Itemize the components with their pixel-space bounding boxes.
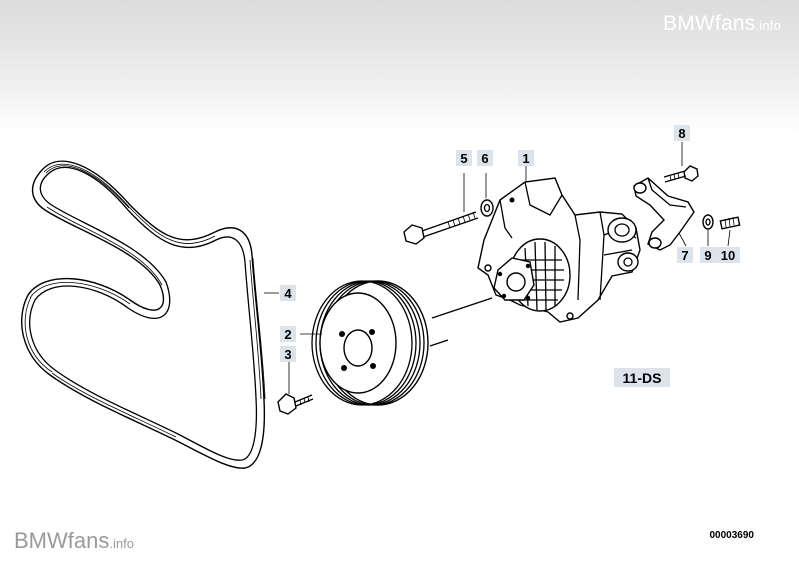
callout-8: 8	[674, 125, 690, 141]
washer	[480, 199, 494, 217]
svg-text:3: 3	[284, 347, 291, 362]
pulley	[311, 280, 493, 406]
small-washer	[702, 214, 714, 230]
callout-1: 1	[518, 150, 534, 166]
callout-2: 2	[280, 326, 296, 342]
svg-text:7: 7	[681, 248, 688, 263]
svg-text:11-DS: 11-DS	[623, 370, 662, 386]
power-steering-pump	[477, 177, 641, 323]
callout-4: 4	[280, 285, 296, 301]
svg-text:10: 10	[721, 248, 735, 263]
pulley-bolt	[277, 393, 314, 415]
leader-lines	[264, 142, 731, 394]
callout-3: 3	[280, 346, 296, 362]
small-bolt	[719, 216, 741, 230]
svg-text:4: 4	[284, 286, 292, 301]
drawing-id: 00003690	[710, 530, 755, 541]
header-gradient-band	[0, 0, 799, 135]
long-bolt	[403, 211, 479, 245]
drive-belt	[21, 160, 266, 469]
watermark-logo-bottom: BMWfans.info	[14, 528, 134, 553]
svg-text:6: 6	[481, 151, 488, 166]
svg-text:9: 9	[704, 248, 711, 263]
svg-text:2: 2	[284, 327, 291, 342]
svg-text:5: 5	[460, 151, 467, 166]
svg-text:8: 8	[678, 126, 685, 141]
bracket-bolt	[663, 165, 699, 183]
section-code: 11-DS	[614, 368, 670, 387]
callout-6: 6	[477, 150, 493, 166]
callout-7: 7	[677, 247, 693, 263]
svg-text:1: 1	[522, 151, 529, 166]
callout-9: 9	[700, 247, 716, 263]
callout-5: 5	[456, 150, 472, 166]
watermark-logo-top: BMWfans.info	[663, 12, 781, 35]
callout-10: 10	[716, 247, 740, 263]
mounting-bracket	[633, 177, 695, 251]
